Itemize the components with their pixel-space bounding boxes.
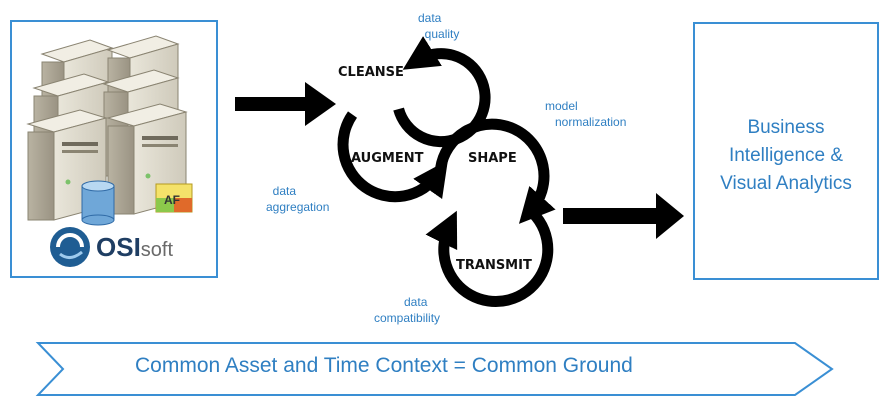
af-badge-text: AF (164, 193, 180, 207)
database-icon (81, 180, 115, 226)
note-transmit: data compatibility (374, 295, 441, 325)
server-cluster-icon (26, 35, 188, 221)
stage-cleanse: CLEANSE (338, 65, 404, 80)
source-box: AF OSIsoft (10, 20, 218, 278)
osisoft-logo-icon (50, 227, 90, 267)
stage-transmit: TRANSMIT (456, 258, 532, 273)
note-cleanse: data quality (418, 11, 460, 41)
stage-shape: SHAPE (468, 151, 517, 166)
brand-suffix: soft (140, 239, 174, 261)
chevron-banner-icon (35, 342, 834, 396)
af-icon: AF (155, 183, 193, 213)
circular-arrow-icon (425, 202, 554, 307)
arrow-right-icon (235, 82, 336, 126)
target-box: Business Intelligence & Visual Analytics (693, 22, 879, 280)
circular-arrow-icon (393, 36, 491, 148)
target-box-text: Business Intelligence & Visual Analytics (720, 117, 852, 194)
brand-main: OSI (96, 232, 141, 262)
arrow-right-icon (563, 193, 684, 239)
note-shape: model normalization (545, 99, 627, 129)
circular-arrow-icon (337, 111, 448, 203)
note-augment: data aggregation (266, 184, 330, 214)
stage-augment: AUGMENT (351, 151, 424, 166)
banner-text: Common Asset and Time Context = Common G… (135, 354, 633, 377)
circular-arrow-icon (435, 118, 556, 224)
